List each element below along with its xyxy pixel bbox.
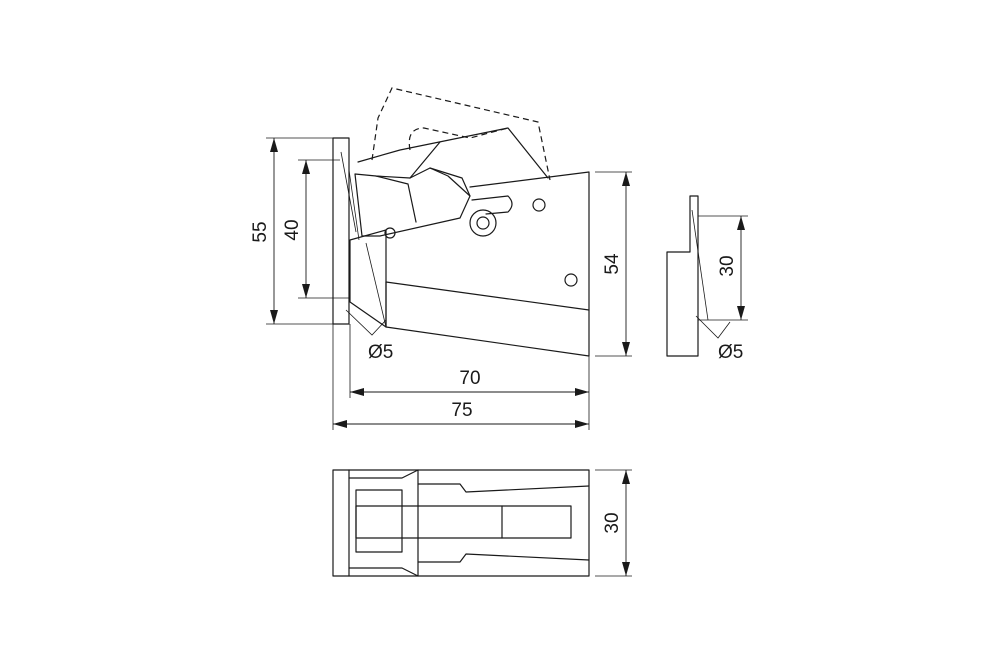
bottom-block-outer [348,469,419,577]
lever-open-position [371,87,551,181]
lever-arm-top [375,175,417,223]
dim-bottom-30-label: 30 [602,512,623,533]
bottom-outline [332,469,590,577]
lever-open-hook [408,127,509,151]
dim-75-label: 75 [451,400,472,421]
lever-arm-joint [429,167,471,197]
hole-top [532,198,546,212]
bottom-block-inner [355,489,403,553]
hole-bottom [564,273,578,287]
dim-side-30-label: 30 [717,255,738,276]
front-dimensions: 55 40 54 Ø5 70 75 [250,137,632,430]
side-profile [666,195,699,357]
dim-54-label: 54 [602,253,623,275]
side-hole-leader [695,315,731,339]
wedge-hatch [365,242,387,328]
lever-arm [354,167,471,237]
pivot-outer [469,209,497,237]
body-wedge [349,229,387,328]
bottom-taper-top [417,483,590,493]
dim-70-label: 70 [459,368,480,389]
dim-40-label: 40 [282,219,303,240]
dim-55-label: 55 [250,221,271,242]
bottom-slot [355,505,572,539]
lever-upper-plate-inner [409,141,441,179]
side-hole-diameter-label: Ø5 [718,342,743,363]
pivot-slot [471,195,513,215]
hole-lever [384,227,396,239]
pivot-inner [476,216,490,230]
latch-body [385,171,590,357]
plate-chamfer [340,151,360,241]
front-hole-diameter-label: Ø5 [368,342,393,363]
bottom-taper-bottom [417,553,590,563]
side-view: 30 Ø5 [666,195,748,363]
mounting-plate [332,137,350,325]
side-chamfer [691,209,709,321]
body-inner-line [385,281,590,311]
front-view [332,87,590,357]
bottom-view: 30 [332,469,632,577]
front-hole-leader [345,309,387,336]
lever-upper-plate [357,127,549,179]
